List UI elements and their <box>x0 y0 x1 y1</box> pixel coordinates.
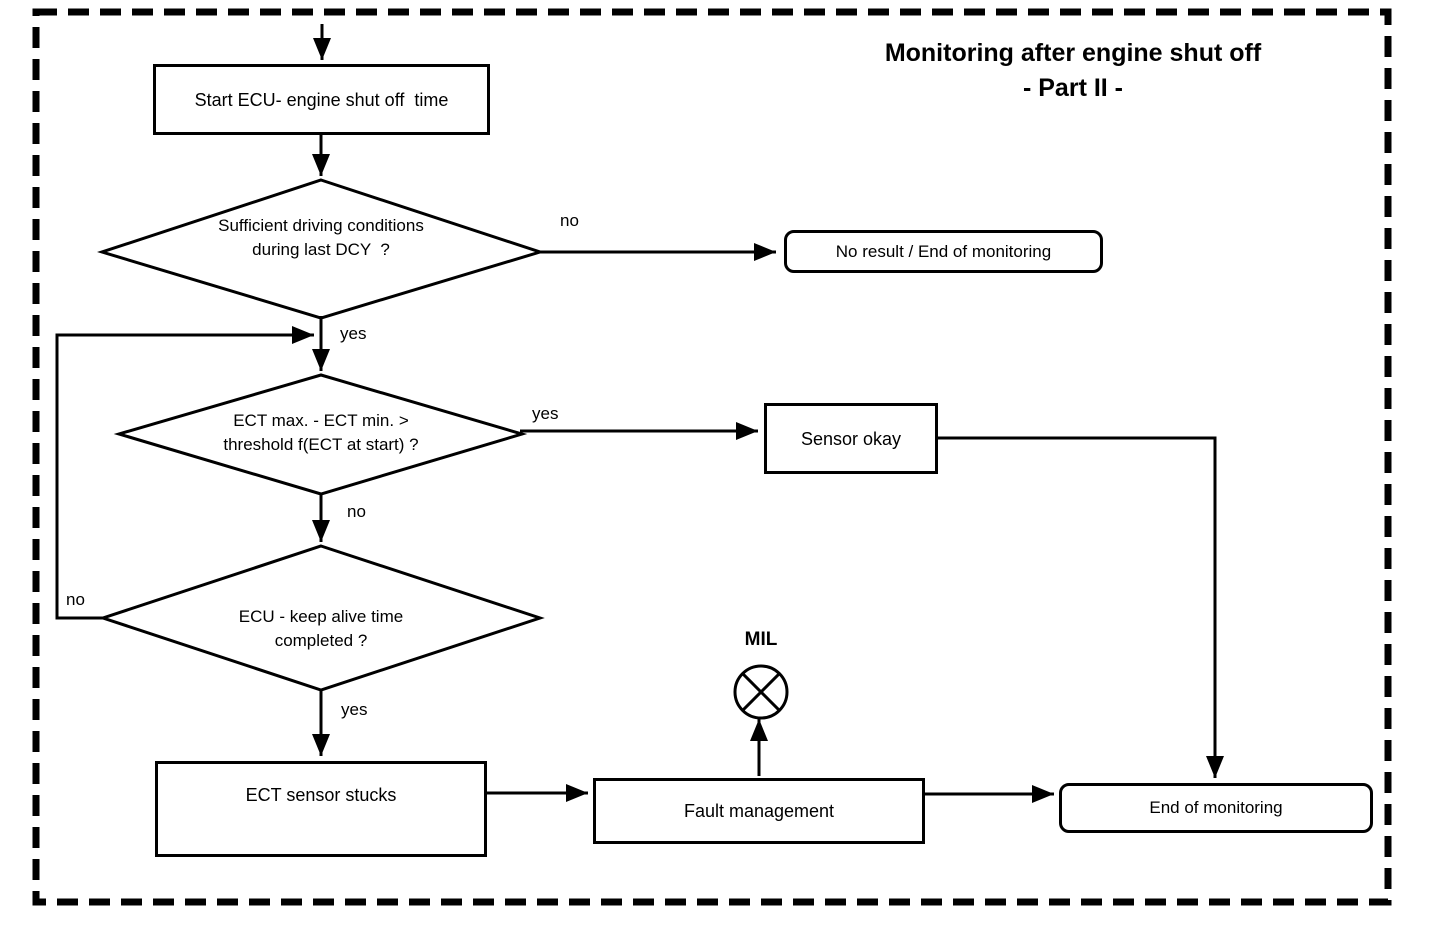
terminal-no-result-label: No result / End of monitoring <box>835 241 1052 261</box>
terminal-end-of-monitoring-label: End of monitoring <box>1149 798 1283 817</box>
decision-driving-conditions-text: Sufficient driving conditions during las… <box>151 214 491 262</box>
process-sensor-okay-box: Sensor okay <box>764 403 938 474</box>
arrow-sensorokay-to-end <box>938 436 1224 778</box>
mil-lamp-icon <box>733 664 789 720</box>
decision-keep-alive-line2: completed ? <box>274 631 368 650</box>
process-start-box: Start ECU- engine shut off time <box>153 64 490 135</box>
page-title-line1: Monitoring after engine shut off <box>884 39 1262 67</box>
label-decision1-no: no <box>560 211 579 230</box>
label-decision3-no: no <box>66 590 85 609</box>
process-ect-sensor-stucks-label: ECT sensor stucks <box>245 785 397 805</box>
label-decision1-yes: yes <box>340 324 367 343</box>
label-decision3-yes: yes <box>341 700 368 719</box>
decision-keep-alive-line1: ECU - keep alive time <box>238 607 404 626</box>
diagram-dashed-border <box>32 8 1392 906</box>
decision-driving-conditions-line1: Sufficient driving conditions <box>218 216 424 235</box>
process-start-label: Start ECU- engine shut off time <box>194 89 449 110</box>
decision-ect-threshold-line1: ECT max. - ECT min. > <box>233 411 409 430</box>
process-sensor-okay-label: Sensor okay <box>800 428 902 449</box>
arrow-decision3-no-loopback <box>55 326 314 620</box>
terminal-no-result-box: No result / End of monitoring <box>784 230 1103 273</box>
process-fault-management-box: Fault management <box>593 778 925 844</box>
terminal-end-of-monitoring-box: End of monitoring <box>1059 783 1373 833</box>
decision-keep-alive-text: ECU - keep alive time completed ? <box>151 605 491 653</box>
decision-ect-threshold-text: ECT max. - ECT min. > threshold f(ECT at… <box>151 409 491 457</box>
page-title-line2: - Part II - <box>1022 74 1123 102</box>
label-decision2-yes: yes <box>532 404 559 423</box>
label-decision2-no: no <box>347 502 366 521</box>
page-title: Monitoring after engine shut off - Part … <box>790 36 1356 106</box>
process-ect-sensor-stucks-box: ECT sensor stucks <box>155 761 487 857</box>
decision-driving-conditions-line2: during last DCY ? <box>252 240 390 259</box>
process-fault-management-label: Fault management <box>683 801 835 821</box>
decision-ect-threshold-line2: threshold f(ECT at start) ? <box>223 435 419 454</box>
mil-label: MIL <box>744 629 778 650</box>
